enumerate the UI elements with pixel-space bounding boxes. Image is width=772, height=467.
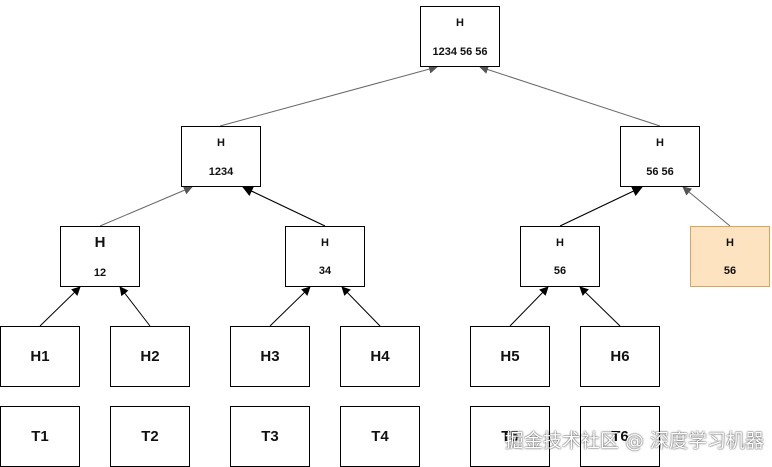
node-value: 56 xyxy=(553,265,567,277)
edge-h4-34 xyxy=(341,286,381,327)
hash-leaf-h2: H2 xyxy=(110,326,190,387)
hash-leaf-h3: H3 xyxy=(230,326,310,387)
edge-5656-root xyxy=(479,65,661,127)
node-value: 56 56 xyxy=(646,166,674,178)
edge-1234-root xyxy=(219,64,438,127)
hash-node-34: H 34 xyxy=(285,226,365,287)
hash-node-12: H 12 xyxy=(60,226,140,287)
root-node-label: H xyxy=(456,17,464,29)
node-label: H xyxy=(726,237,734,249)
root-hash-node: H 1234 56 56 xyxy=(420,6,500,67)
node-label: H xyxy=(556,237,564,249)
edge-56b-5656 xyxy=(682,186,731,227)
node-value: 1234 xyxy=(208,166,234,178)
hash-leaf-h5: H5 xyxy=(470,326,550,387)
node-label: H xyxy=(217,137,225,149)
edge-h1-12 xyxy=(39,286,81,327)
hash-node-1234: H 1234 xyxy=(181,126,261,187)
edge-56-5656 xyxy=(559,186,643,227)
root-node-value: 1234 56 56 xyxy=(432,46,488,58)
edge-h2-12 xyxy=(119,286,151,327)
watermark-text: 掘金技术社区 @ 深度学习机器 xyxy=(504,430,764,452)
edge-h6-56 xyxy=(579,286,621,327)
node-value: 12 xyxy=(93,267,107,279)
edge-34-1234 xyxy=(242,186,326,227)
hash-leaf-h6: H6 xyxy=(580,326,660,387)
node-value: 34 xyxy=(318,265,332,277)
data-block-t1: T1 xyxy=(0,406,80,467)
edge-h3-34 xyxy=(269,286,311,327)
data-block-t3: T3 xyxy=(230,406,310,467)
hash-leaf-h4: H4 xyxy=(340,326,420,387)
data-block-t2: T2 xyxy=(110,406,190,467)
hash-node-5656: H 56 56 xyxy=(620,126,700,187)
node-label: H xyxy=(656,137,664,149)
hash-node-56-duplicate: H 56 xyxy=(690,226,770,287)
hash-node-56: H 56 xyxy=(520,226,600,287)
node-label: H xyxy=(321,237,329,249)
hash-leaf-h1: H1 xyxy=(0,326,80,387)
data-block-t4: T4 xyxy=(340,406,420,467)
node-label: H xyxy=(94,234,106,251)
data-block-t5: T5 xyxy=(470,406,550,467)
node-value: 56 xyxy=(723,265,737,277)
edge-h5-56 xyxy=(509,286,549,327)
edge-12-1234 xyxy=(99,186,193,227)
